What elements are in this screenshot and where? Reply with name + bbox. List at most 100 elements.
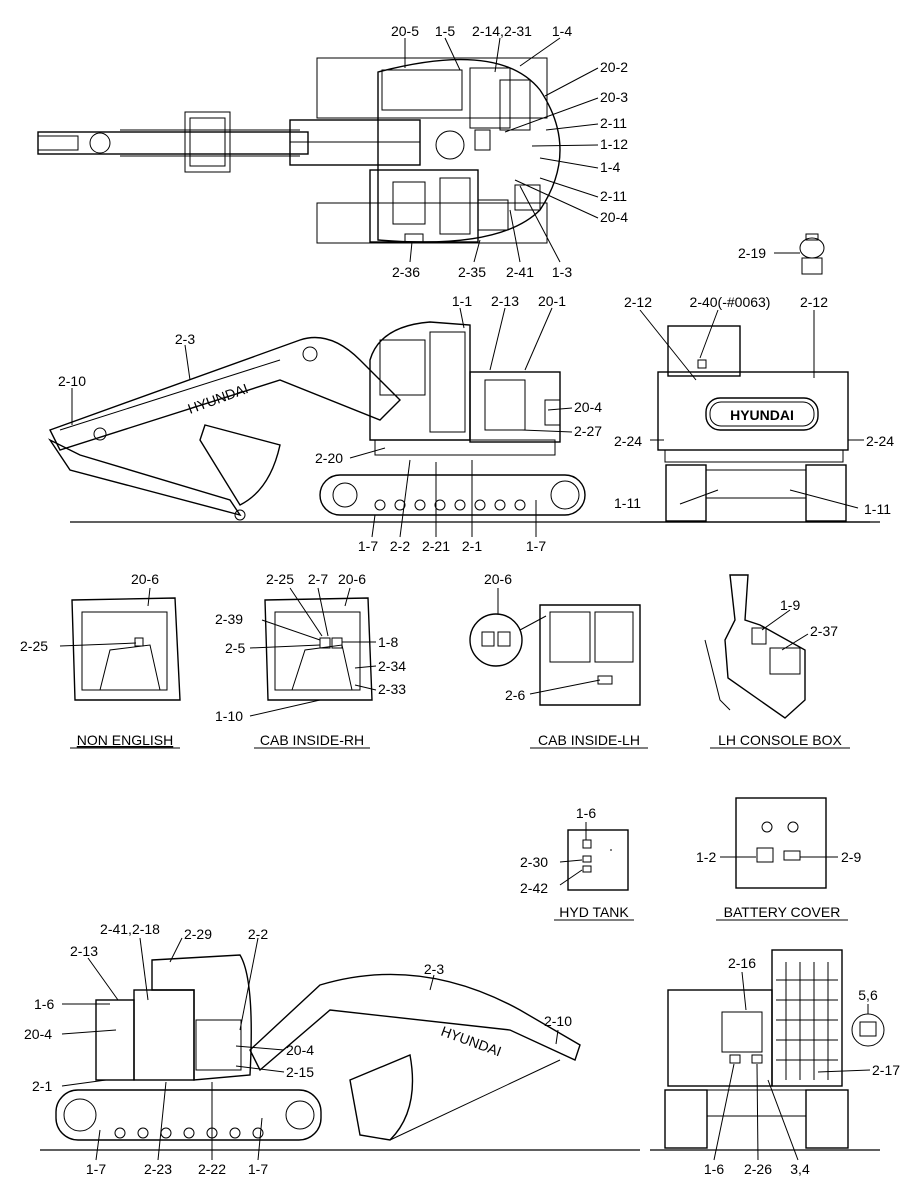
callout-2-5: 2-5 (225, 640, 245, 656)
callout-2-9: 2-9 (841, 849, 861, 865)
callout-2-12-b: 2-12 (800, 294, 828, 310)
callout-1-8: 1-8 (378, 634, 398, 650)
callout-3-4: 3,4 (790, 1161, 810, 1177)
battery-cover-view: 1-2 2-9 BATTERY COVER (696, 797, 861, 921)
callout-2-10-left: 2-10 (544, 1013, 572, 1029)
callout-2-19: 2-19 (738, 245, 766, 261)
cab-inside-lh-labels: 20-6 2-6 CAB INSIDE-LH (484, 571, 648, 749)
callout-2-36: 2-36 (392, 264, 420, 280)
callout-20-3: 20-3 (600, 89, 628, 105)
top-view (37, 57, 561, 244)
callout-2-20: 2-20 (315, 450, 343, 466)
boom-brand-text: HYUNDAI (186, 380, 251, 417)
rear-view-labels: 2-12 2-40(-#0063) 2-12 2-24 2-24 1-11 1-… (614, 294, 894, 517)
callout-2-26: 2-26 (744, 1161, 772, 1177)
lh-console-box-labels: 1-9 2-37 LH CONSOLE BOX (710, 597, 850, 749)
side-view-left-labels: 2-41,2-18 2-29 2-2 2-3 2-13 1-6 20-4 20-… (24, 921, 572, 1177)
callout-20-4-side: 20-4 (574, 399, 602, 415)
callout-1-6-front: 1-6 (704, 1161, 724, 1177)
callout-20-1: 20-1 (538, 293, 566, 309)
callout-1-6-hyd: 1-6 (576, 805, 596, 821)
callout-20-2: 20-2 (600, 59, 628, 75)
callout-1-5: 1-5 (435, 23, 455, 39)
callout-2-27: 2-27 (574, 423, 602, 439)
title-hyd-tank: HYD TANK (559, 904, 629, 920)
cab-inside-rh-view (264, 597, 373, 701)
rear-view-leaders (639, 309, 864, 509)
callout-2-11-b: 2-11 (600, 188, 627, 204)
title-cab-inside-rh: CAB INSIDE-RH (260, 732, 364, 748)
callout-1-11-a: 1-11 (614, 495, 641, 511)
callout-1-6-left: 1-6 (34, 996, 54, 1012)
side-view-leaders (71, 307, 573, 538)
callout-1-7-b: 1-7 (526, 538, 546, 554)
callout-2-24-a: 2-24 (614, 433, 642, 449)
callout-2-33: 2-33 (378, 681, 406, 697)
callout-2-25-ne: 2-25 (20, 638, 48, 654)
callout-2-15: 2-15 (286, 1064, 314, 1080)
front-view-labels: 2-16 5,6 2-17 1-6 2-26 3,4 (704, 955, 900, 1177)
callout-5-6: 5,6 (858, 987, 878, 1003)
non-english-leaders (59, 587, 151, 647)
front-grille (776, 962, 838, 1080)
side-view-left-leaders (61, 937, 559, 1161)
callout-2-37: 2-37 (810, 623, 838, 639)
callout-1-4: 1-4 (552, 23, 572, 39)
rear-view: HYUNDAI (640, 325, 870, 523)
title-non-english: NON ENGLISH (77, 732, 173, 748)
callout-2-1-left: 2-1 (32, 1078, 52, 1094)
cab-inside-rh-labels: 2-25 2-7 20-6 2-39 1-8 2-5 2-34 2-33 1-1… (215, 571, 406, 749)
callout-2-39: 2-39 (215, 611, 243, 627)
callout-2-16: 2-16 (728, 955, 756, 971)
callout-20-6-rh: 20-6 (338, 571, 366, 587)
callout-2-35: 2-35 (458, 264, 486, 280)
cab-inside-rh-leaders (249, 587, 377, 717)
callout-2-2: 2-2 (390, 538, 410, 554)
non-english-labels: 20-6 2-25 NON ENGLISH (20, 571, 180, 749)
callout-2-24-b: 2-24 (866, 433, 894, 449)
callout-2-1: 2-1 (462, 538, 482, 554)
side-view-labels: 1-1 2-13 20-1 2-3 2-10 20-4 2-27 2-20 1-… (58, 293, 602, 554)
callout-20-5: 20-5 (391, 23, 419, 39)
cab-inside-lh-leaders (497, 588, 601, 695)
callout-2-23: 2-23 (144, 1161, 172, 1177)
callout-2-22: 2-22 (198, 1161, 226, 1177)
callout-1-12: 1-12 (600, 136, 628, 152)
callout-20-6-ne: 20-6 (131, 571, 159, 587)
title-lh-console-box: LH CONSOLE BOX (718, 732, 842, 748)
callout-2-34: 2-34 (378, 658, 406, 674)
callout-1-7-left-a: 1-7 (86, 1161, 106, 1177)
callout-2-41: 2-41 (506, 264, 534, 280)
callout-1-4-b: 1-4 (600, 159, 620, 175)
callout-2-29: 2-29 (184, 926, 212, 942)
callout-20-6-lh: 20-6 (484, 571, 512, 587)
callout-2-30: 2-30 (520, 854, 548, 870)
callout-2-41-2-18: 2-41,2-18 (100, 921, 160, 937)
top-view-leaders (404, 37, 800, 263)
front-view-leaders (713, 971, 871, 1161)
callout-2-17: 2-17 (872, 1062, 900, 1078)
callout-2-3-left: 2-3 (424, 961, 444, 977)
callout-2-11: 2-11 (600, 115, 627, 131)
part-2-19-detail (799, 233, 825, 275)
callout-2-42: 2-42 (520, 880, 548, 896)
lh-console-box-view (704, 574, 806, 719)
non-english-view (71, 597, 181, 701)
callout-20-4-left-b: 20-4 (286, 1042, 314, 1058)
track-rollers (332, 480, 580, 511)
front-view (650, 949, 885, 1151)
callout-1-7-a: 1-7 (358, 538, 378, 554)
callout-2-25-rh: 2-25 (266, 571, 294, 587)
callout-1-11-b: 1-11 (864, 501, 891, 517)
rear-brand-text: HYUNDAI (730, 407, 794, 423)
callout-2-3: 2-3 (175, 331, 195, 347)
cab-inside-lh-view (469, 604, 641, 706)
side-view-left: HYUNDAI (40, 954, 640, 1151)
track-rollers-left (63, 1098, 315, 1139)
top-view-labels: 20-5 1-5 2-14,2-31 1-4 20-2 20-3 2-11 1-… (391, 23, 766, 280)
callout-2-2-left: 2-2 (248, 926, 268, 942)
callout-1-2: 1-2 (696, 849, 716, 865)
callout-2-13: 2-13 (491, 293, 519, 309)
callout-2-12-a: 2-12 (624, 294, 652, 310)
callout-2-10: 2-10 (58, 373, 86, 389)
